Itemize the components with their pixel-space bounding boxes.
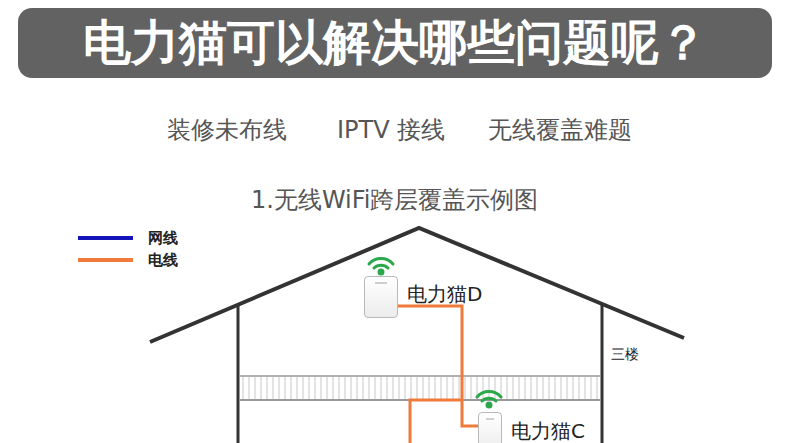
figure-heading: 1.无线WiFi跨层覆盖示例图	[251, 186, 539, 215]
wifi-icon	[477, 392, 501, 407]
legend-swatch	[78, 236, 133, 240]
power-wire	[398, 306, 478, 426]
device-label: 电力猫D	[407, 283, 482, 305]
power-wire	[410, 400, 462, 443]
legend-swatch	[78, 258, 133, 262]
legend-text: 网线	[148, 229, 178, 247]
powerline-adapter: 电力猫C	[478, 412, 502, 443]
legend-text: 电线	[148, 251, 178, 269]
powerline-adapter: 电力猫D	[364, 276, 398, 318]
wifi-icon	[369, 259, 393, 274]
device-label: 电力猫C	[511, 420, 585, 442]
subtitle-item: IPTV 接线	[337, 116, 445, 145]
right-wall	[601, 305, 604, 443]
title-banner	[18, 8, 772, 78]
roof	[150, 228, 684, 342]
indicator	[486, 418, 495, 420]
indicator	[375, 282, 388, 284]
railing	[240, 376, 600, 400]
subtitle-item: 无线覆盖难题	[488, 116, 632, 145]
subtitle-item: 装修未布线	[167, 116, 287, 145]
left-wall	[237, 305, 240, 443]
railing-top	[240, 375, 600, 377]
title: 电力猫可以解决哪些问题呢？	[18, 8, 772, 78]
floor-label: 三楼	[611, 346, 639, 363]
